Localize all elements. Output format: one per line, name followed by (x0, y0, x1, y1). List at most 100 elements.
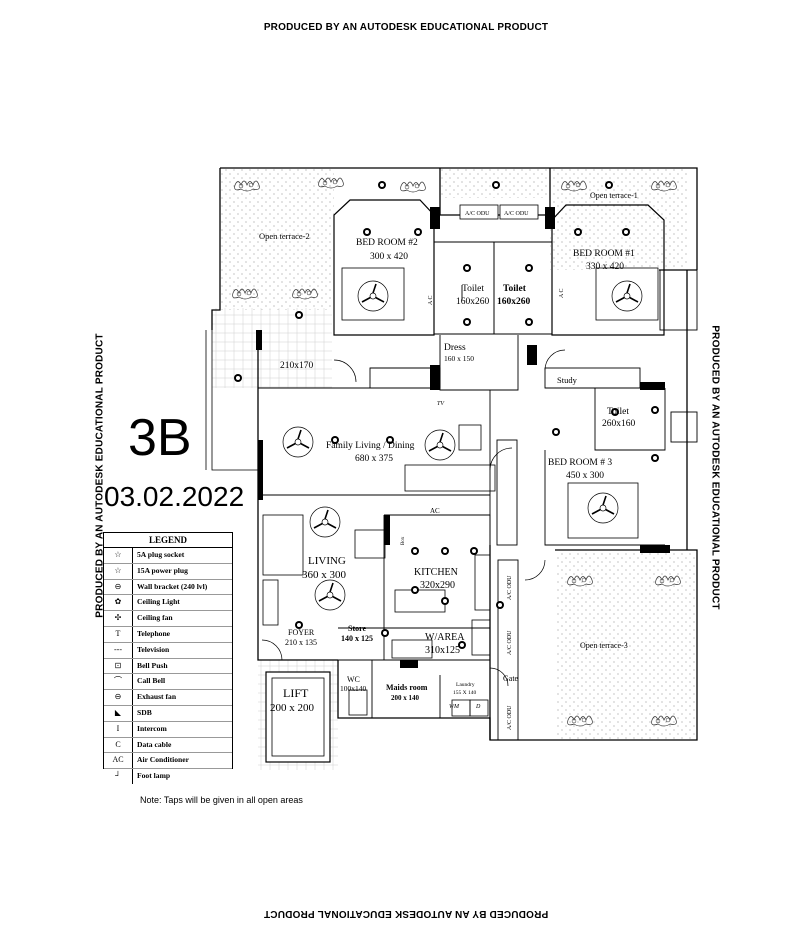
legend-title: LEGEND (104, 533, 232, 548)
lift-size: 200 x 200 (270, 702, 315, 714)
bedroom-3-size: 450 x 300 (566, 471, 604, 481)
toilet-c-size: 260x160 (602, 419, 636, 429)
bedroom-1-size: 330 x 420 (586, 262, 624, 272)
family-name: Family Living / Dining (326, 441, 415, 451)
door-swings (261, 349, 566, 687)
ac-label: AC (430, 507, 440, 515)
ac-vertical-1: A C (428, 295, 434, 305)
ac-vertical-2: A C (559, 288, 565, 298)
legend-label: Ceiling fan (137, 613, 173, 623)
legend-symbol-icon: ⌒ (104, 674, 133, 690)
legend-symbol-icon: ☆ (104, 548, 133, 563)
open-terrace-2-area (220, 168, 334, 310)
dress-size: 160 x 150 (444, 354, 474, 363)
bedroom-2-walls (333, 199, 435, 336)
acodu-vertical-1: A/C ODU (507, 575, 513, 600)
legend-rows: ☆ 5A plug socket ☆ 15A power plug ⊖ Wall brac… (104, 548, 232, 784)
legend-item: ⊖ Wall bracket (240 lvl) (104, 579, 232, 596)
lift-car (271, 677, 325, 757)
wc-name: WC (347, 675, 360, 684)
legend-label: Telephone (137, 628, 171, 638)
d-label: D (475, 704, 481, 710)
open-terrace-3-label: Open terrace-3 (580, 641, 628, 650)
foyer-name: FOYER (288, 628, 315, 637)
legend-symbol-icon: ┘ (104, 769, 133, 784)
legend-symbol-icon: ✣ (104, 611, 133, 626)
note-text: Note: Taps will be given in all open are… (140, 795, 303, 805)
legend-label: SDB (137, 707, 152, 717)
legend-symbol-icon: ⊖ (104, 579, 133, 595)
toilet-a-name: Toilet (462, 284, 484, 294)
tv-label: TV (437, 401, 445, 407)
legend-item: I Intercom (104, 721, 232, 738)
bedroom-1-name: BED ROOM #1 (573, 249, 635, 259)
living-fan-1 (309, 506, 341, 538)
legend-label: 5A plug socket (137, 550, 185, 559)
bedroom-2-name: BED ROOM #2 (356, 238, 418, 248)
bedroom-3-name: BED ROOM # 3 (548, 458, 612, 468)
acodu-box-2 (499, 204, 539, 220)
legend-item: ☆ 5A plug socket (104, 548, 232, 564)
legend-symbol-icon: T (104, 626, 133, 642)
legend-item: ✿Ceiling Light (104, 595, 232, 612)
bedroom-2-size: 300 x 420 (370, 252, 408, 262)
lift-name: LIFT (283, 686, 309, 700)
kitchen-size: 320x290 (420, 580, 455, 591)
legend-label: Foot lamp (137, 771, 171, 781)
toilet-b-walls (493, 241, 553, 335)
legend-label: Data cable (137, 739, 172, 749)
legend-label: Wall bracket (240 lvl) (137, 581, 208, 591)
legend-symbol-icon: C (104, 737, 133, 753)
living-name: LIVING (308, 555, 346, 567)
legend-item: ┘ Foot lamp (104, 769, 232, 784)
gate-label: Gate (503, 674, 519, 683)
legend-item: ⊖Exhaust fan (104, 690, 232, 706)
dress-name: Dress (444, 343, 466, 353)
living-size: 360 x 300 (302, 569, 347, 581)
legend-symbol-icon: AC (104, 753, 133, 769)
balcony-size: 210x170 (280, 361, 314, 371)
legend-symbol-icon: ☆ (104, 563, 133, 579)
laundry-name: Laundry (456, 682, 475, 688)
toilet-a-size: 160x260 (456, 297, 490, 307)
legend-item: C Data cable (104, 737, 232, 754)
legend-label: Intercom (137, 723, 167, 733)
family-fan-2 (424, 429, 456, 461)
wc-size: 100x140 (340, 684, 367, 693)
toilet-b-size: 160x260 (497, 297, 531, 307)
legend-label: Television (137, 644, 170, 654)
legend-item: ⌒ Call Bell (104, 674, 232, 691)
store-size: 140 x 125 (341, 634, 373, 643)
legend-label: Exhaust fan (137, 692, 177, 702)
wm-label: WM (449, 704, 460, 710)
open-terrace-2-label: Open terrace-2 (259, 231, 310, 241)
legend-label: Call Bell (137, 676, 166, 686)
legend-item: ◣SDB (104, 705, 232, 722)
lift-shaft (265, 671, 331, 763)
study-label: Study (557, 375, 578, 385)
plan-code: 3B (128, 409, 192, 467)
structural-columns (256, 207, 670, 668)
acodu-vertical-3: A/C ODU (507, 705, 513, 730)
maids-name: Maids room (386, 683, 428, 692)
toilet-b-name: Toilet (503, 284, 527, 294)
warea-size: 310x125 (425, 645, 460, 656)
legend-symbol-icon: I (104, 721, 133, 737)
acodu-label-2: A/C ODU (504, 211, 529, 217)
foyer-size: 210 x 135 (285, 638, 317, 647)
legend-label: Bell Push (137, 660, 168, 670)
legend-symbol-icon: ‐‐‐ (104, 642, 133, 658)
watermark-top: PRODUCED BY AN AUTODESK EDUCATIONAL PROD… (263, 22, 549, 33)
plan-date: 03.02.2022 (104, 481, 245, 512)
open-terrace-1-label: Open terrace-1 (590, 191, 638, 200)
laundry-size: 155 X 140 (453, 690, 476, 696)
balcony-tiles (212, 308, 332, 388)
legend-item: ⊡Bell Push (104, 658, 232, 675)
legend-label: Ceiling Light (137, 597, 180, 607)
legend-box: LEGEND ☆ 5A plug socket ☆ 15A power plug ⊖ Wa… (103, 532, 233, 784)
legend-item: ☆ 15A power plug (104, 563, 232, 580)
store-name: Store (348, 624, 367, 633)
family-fan-1 (282, 426, 314, 458)
legend-label: 15A power plug (137, 565, 188, 575)
